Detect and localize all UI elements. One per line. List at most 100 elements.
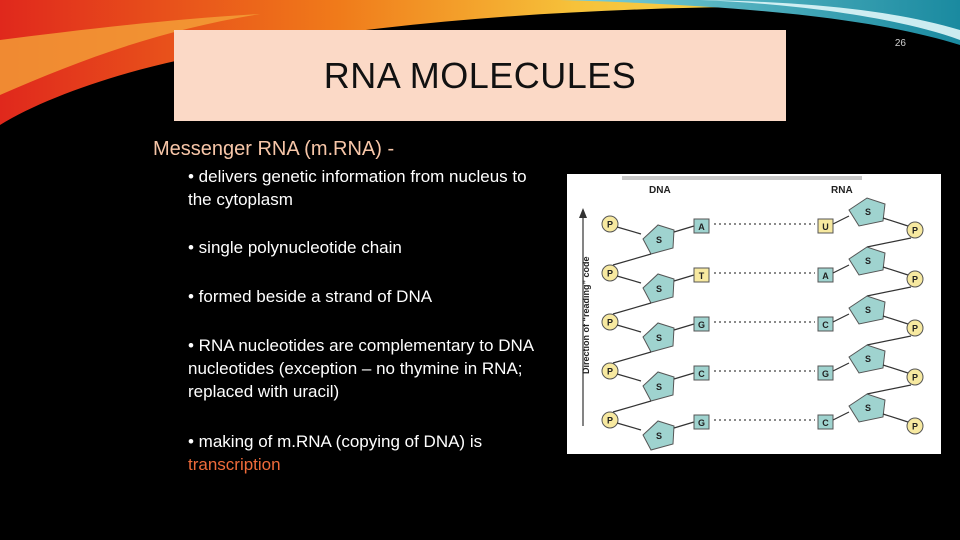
dna-base — [693, 414, 710, 430]
rna-bond — [882, 315, 909, 325]
rna-phosphate-label: P — [912, 324, 918, 334]
rna-base-label: G — [822, 369, 829, 379]
dna-sugar-label: S — [656, 333, 662, 343]
dna-sugar — [642, 322, 675, 353]
axis-label: Direction of “reading” code — [581, 256, 591, 374]
slide-title: RNA MOLECULES — [323, 54, 637, 96]
rna-phosphate-label: P — [912, 422, 918, 432]
bullet-item: • single polynucleotide chain — [188, 238, 402, 257]
dna-backbone — [612, 302, 652, 315]
rna-sugar — [848, 197, 886, 227]
rna-bond — [882, 217, 909, 227]
rna-backbone — [866, 384, 912, 395]
dna-phosphate — [601, 264, 619, 282]
dna-phosphate-label: P — [607, 269, 613, 279]
copyright-line — [622, 176, 862, 180]
dna-phosphate — [601, 411, 619, 429]
dna-sugar-label: S — [656, 431, 662, 441]
dna-bond — [616, 275, 642, 284]
dna-sugar — [642, 273, 675, 304]
dna-sugar-label: S — [656, 382, 662, 392]
rna-base-label: C — [822, 320, 829, 330]
dna-phosphate-label: P — [607, 318, 613, 328]
dna-base-bond — [673, 372, 695, 380]
transcription-highlight: transcription — [188, 455, 281, 474]
dna-backbone — [612, 351, 652, 364]
dna-base-bond — [673, 274, 695, 282]
rna-base — [817, 365, 834, 381]
rna-bond — [882, 413, 909, 423]
rna-phosphate-label: P — [912, 373, 918, 383]
title-box: RNA MOLECULES — [174, 30, 786, 121]
dna-bond — [616, 226, 642, 235]
dna-sugar — [642, 224, 675, 255]
rna-backbone — [866, 286, 912, 297]
bullet-item: • RNA nucleotides are complementary to D… — [188, 336, 534, 401]
dna-backbone — [612, 253, 652, 266]
dna-bond — [616, 422, 642, 431]
rna-base-label: C — [822, 418, 829, 428]
dna-base-label: G — [698, 320, 705, 330]
dna-phosphate — [601, 313, 619, 331]
rna-phosphate — [906, 417, 924, 435]
rna-bond — [882, 266, 909, 276]
rna-sugar — [848, 344, 886, 374]
bullet-item: • delivers genetic information from nucl… — [188, 167, 527, 209]
rna-phosphate — [906, 368, 924, 386]
rna-base-label: U — [822, 222, 829, 232]
rna-sugar-label: S — [865, 403, 871, 413]
dna-phosphate — [601, 362, 619, 380]
bullet-item: • formed beside a strand of DNA — [188, 287, 433, 306]
rna-phosphate — [906, 319, 924, 337]
rna-backbone — [866, 237, 912, 248]
dna-base-bond — [673, 225, 695, 233]
section-heading: Messenger RNA (m.RNA) - — [153, 138, 395, 160]
dna-sugar — [642, 420, 675, 451]
rna-base-bond — [832, 362, 850, 372]
dna-base-label: C — [698, 369, 705, 379]
rna-base-bond — [832, 313, 850, 323]
rna-sugar-label: S — [865, 256, 871, 266]
dna-sugar-label: S — [656, 235, 662, 245]
dna-backbone — [612, 400, 652, 413]
rna-sugar — [848, 295, 886, 325]
dna-phosphate-label: P — [607, 367, 613, 377]
arrow-head-icon — [579, 208, 587, 218]
dna-base-bond — [673, 323, 695, 331]
dna-phosphate-label: P — [607, 416, 613, 426]
dna-bond — [616, 373, 642, 382]
dna-base-label: A — [698, 222, 705, 232]
rna-sugar-label: S — [865, 305, 871, 315]
dna-label: DNA — [649, 185, 671, 196]
rna-sugar — [848, 393, 886, 423]
rna-phosphate-label: P — [912, 275, 918, 285]
page-number: 26 — [894, 38, 906, 49]
rna-sugar-label: S — [865, 354, 871, 364]
dna-bond — [616, 324, 642, 333]
dna-base — [693, 218, 710, 234]
dna-base — [693, 365, 710, 381]
rna-backbone — [866, 335, 912, 346]
rna-base-bond — [832, 264, 850, 274]
rna-phosphate — [906, 270, 924, 288]
rna-base — [817, 218, 834, 234]
dna-base-label: T — [699, 271, 705, 281]
rna-sugar — [848, 246, 886, 276]
dna-base — [693, 267, 710, 283]
dna-base-bond — [673, 421, 695, 429]
dna-sugar — [642, 371, 675, 402]
dna-base — [693, 316, 710, 332]
rna-base-label: A — [822, 271, 829, 281]
rna-bond — [882, 364, 909, 374]
rna-phosphate-label: P — [912, 226, 918, 236]
rna-base — [817, 414, 834, 430]
dna-sugar-label: S — [656, 284, 662, 294]
dna-phosphate — [601, 215, 619, 233]
bullet-item: • making of m.RNA (copying of DNA) is tr… — [188, 430, 548, 476]
bullet-text: • making of m.RNA (copying of DNA) is — [188, 432, 483, 451]
rna-sugar-label: S — [865, 207, 871, 217]
rna-base-bond — [832, 215, 850, 225]
rna-base-bond — [832, 411, 850, 421]
